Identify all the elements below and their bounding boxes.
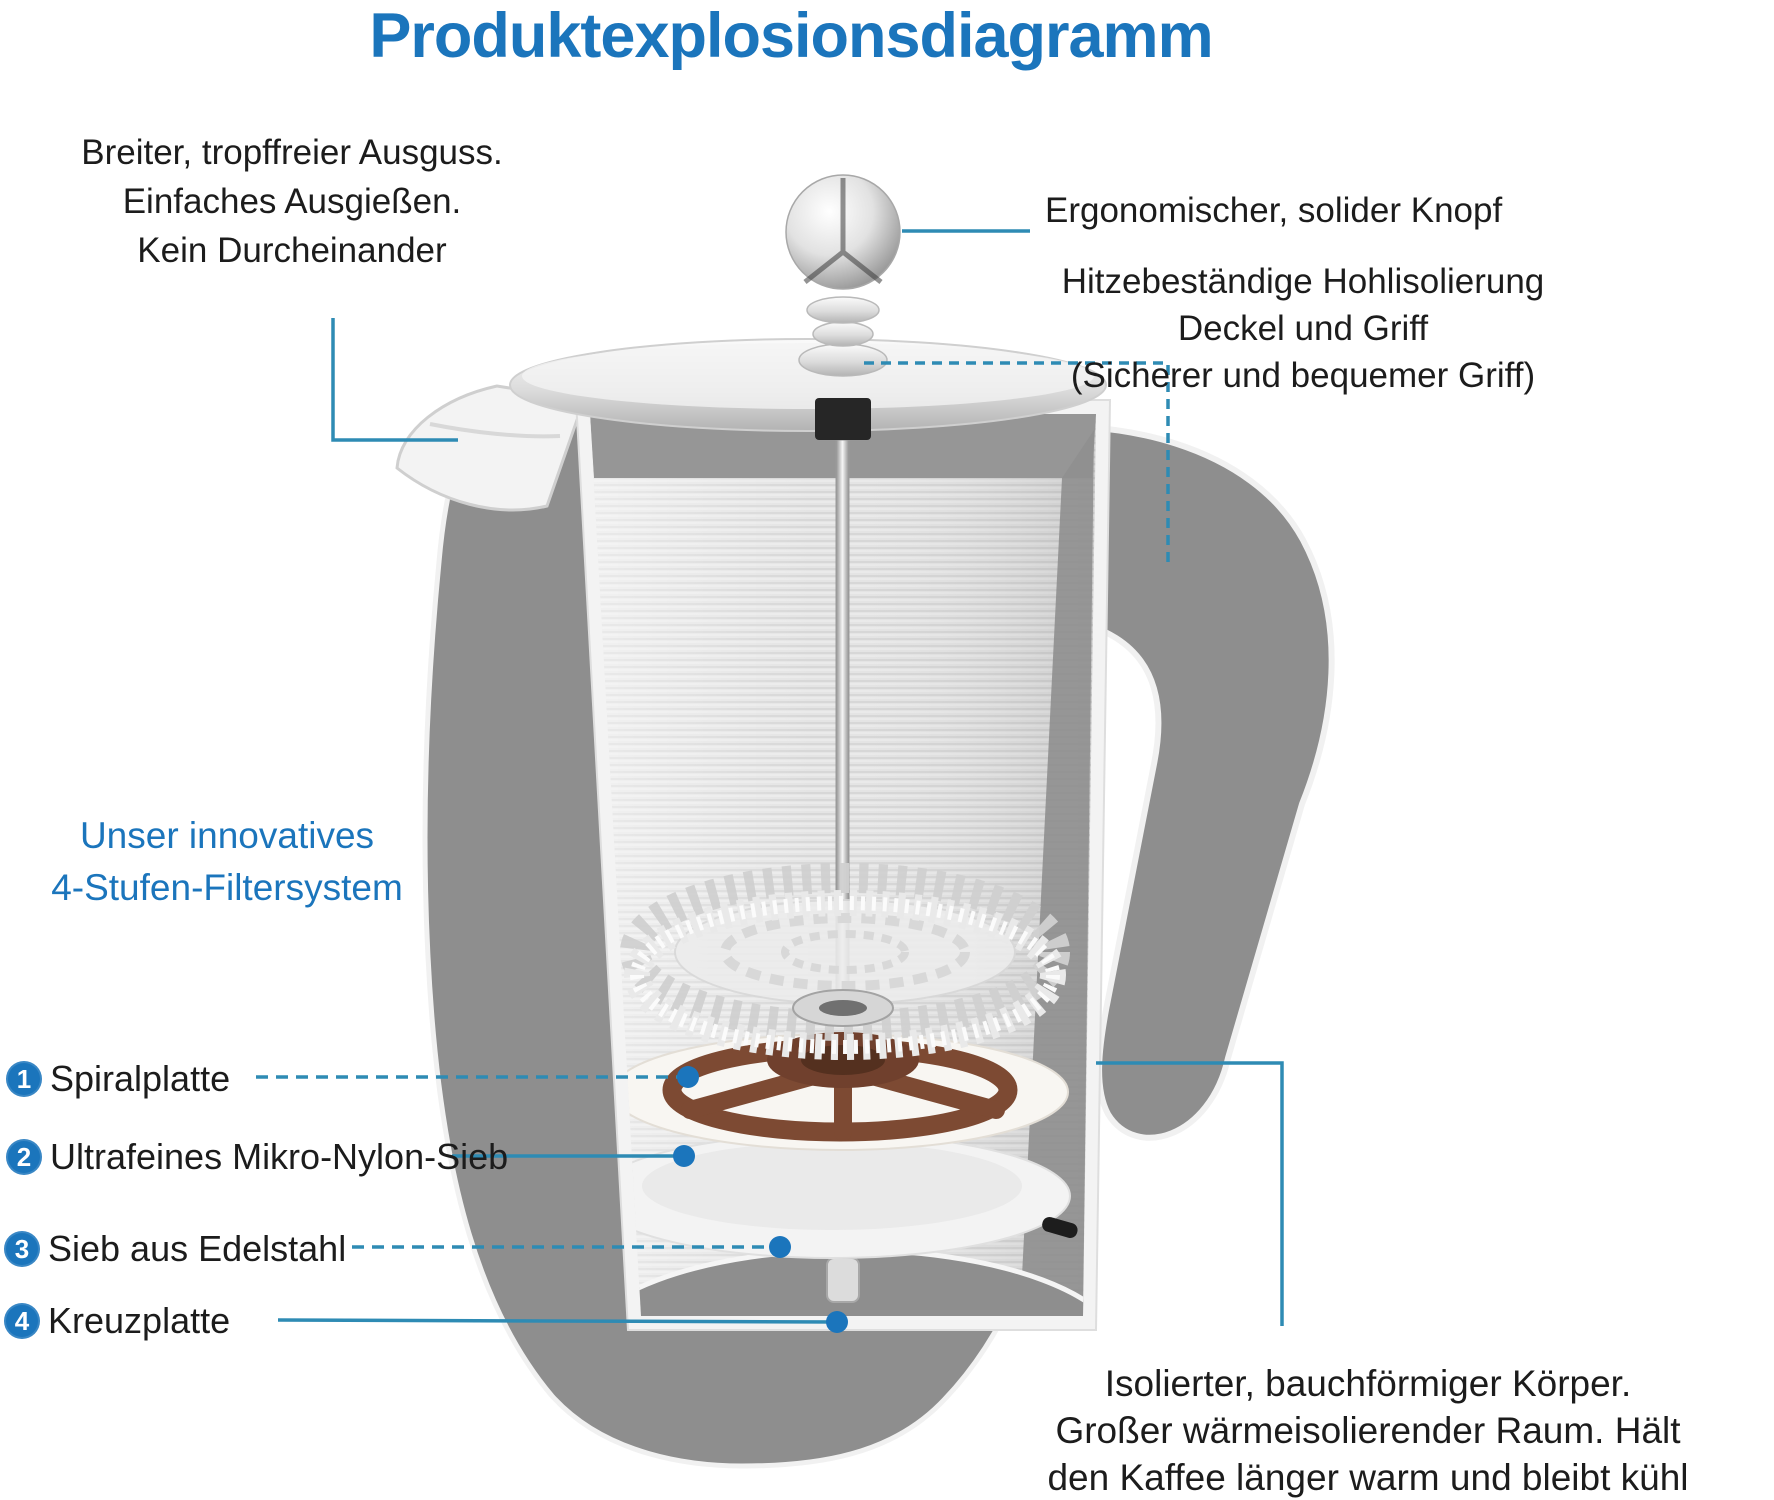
- part-label-4: Kreuzplatte: [48, 1300, 231, 1341]
- callout-lid-handle: Hitzebeständige Hohlisolierung Deckel un…: [1062, 258, 1545, 399]
- leader-spout: [331, 318, 458, 442]
- filter-part-spiralplatte: 1 Spiralplatte: [6, 1058, 230, 1100]
- callout-spout-line1: Breiter, tropffreier Ausguss.: [81, 133, 503, 172]
- knob-stem-ring2: [812, 321, 874, 347]
- filter-part-nylon-sieb: 2 Ultrafeines Mikro-Nylon-Sieb: [6, 1136, 508, 1178]
- part-number-badge-2: 2: [6, 1139, 42, 1175]
- page-title: Produktexplosionsdiagramm: [369, 1, 1213, 71]
- lid-highlight: [522, 343, 1094, 409]
- knob-connector: [815, 398, 871, 440]
- part-number-badge-4: 4: [4, 1303, 40, 1339]
- callout-spout-line2: Einfaches Ausgießen.: [122, 182, 462, 221]
- callout-spout-line3: Kein Durcheinander: [137, 231, 447, 270]
- part-label-1: Spiralplatte: [50, 1058, 231, 1099]
- spiral-plate-pattern-inner: [781, 930, 909, 974]
- rod-washer-center: [819, 1000, 867, 1016]
- callout-body-line3: den Kaffee länger warm und bleibt kühl: [1047, 1457, 1689, 1498]
- knob-base-ring: [798, 343, 888, 377]
- callout-spout: Breiter, tropffreier Ausguss. Einfaches …: [81, 128, 503, 275]
- sieve-clip-right: [1042, 1216, 1078, 1238]
- filter-system-line1: Unser innovatives: [79, 815, 375, 856]
- callout-lid-line2: Deckel und Griff: [1177, 309, 1429, 348]
- part-label-3: Sieb aus Edelstahl: [48, 1228, 347, 1269]
- part-number-badge-1: 1: [6, 1061, 42, 1097]
- spout-shadow: [429, 422, 561, 439]
- leader-cross-plate: [277, 1318, 838, 1324]
- callout-body: Isolierter, bauchförmiger Körper. Großer…: [1047, 1360, 1688, 1500]
- cutaway-interior: [590, 414, 1096, 1316]
- leader-dots: [673, 1066, 848, 1333]
- dot-spiral-plate: [677, 1066, 699, 1088]
- steel-sieve-inner: [642, 1142, 1022, 1230]
- dot-cross-plate: [826, 1311, 848, 1333]
- cross-plate-stem: [826, 1257, 860, 1303]
- callout-body-line2: Großer wärmeisolierender Raum. Hält: [1055, 1410, 1681, 1451]
- spiral-plate-pattern-outer: [720, 913, 970, 991]
- dot-nylon-sieve: [673, 1145, 695, 1167]
- callout-knob: Ergonomischer, solider Knopf: [1045, 191, 1503, 230]
- dot-steel-sieve: [769, 1236, 791, 1258]
- filter-part-edelstahl-sieb: 3 Sieb aus Edelstahl: [4, 1228, 346, 1270]
- callout-lid-line3: (Sicherer und bequemer Griff): [1070, 356, 1536, 395]
- filter-system-line2: 4-Stufen-Filtersystem: [51, 867, 403, 908]
- knob-stem-ring1: [806, 296, 880, 324]
- callout-lid-line1: Hitzebeständige Hohlisolierung: [1061, 262, 1545, 301]
- part-label-2: Ultrafeines Mikro-Nylon-Sieb: [50, 1136, 509, 1177]
- knob-ball-seam: [803, 178, 883, 284]
- callout-filter-system: Unser innovatives 4-Stufen-Filtersystem: [51, 810, 403, 914]
- spiral-plate-coil-highlight: [630, 896, 1060, 1054]
- filter-part-kreuzplatte: 4 Kreuzplatte: [4, 1300, 230, 1342]
- callout-body-line1: Isolierter, bauchförmiger Körper.: [1104, 1363, 1632, 1404]
- leader-lines: [256, 229, 1284, 1326]
- leader-body: [1096, 1061, 1284, 1326]
- part-number-badge-3: 3: [4, 1231, 40, 1267]
